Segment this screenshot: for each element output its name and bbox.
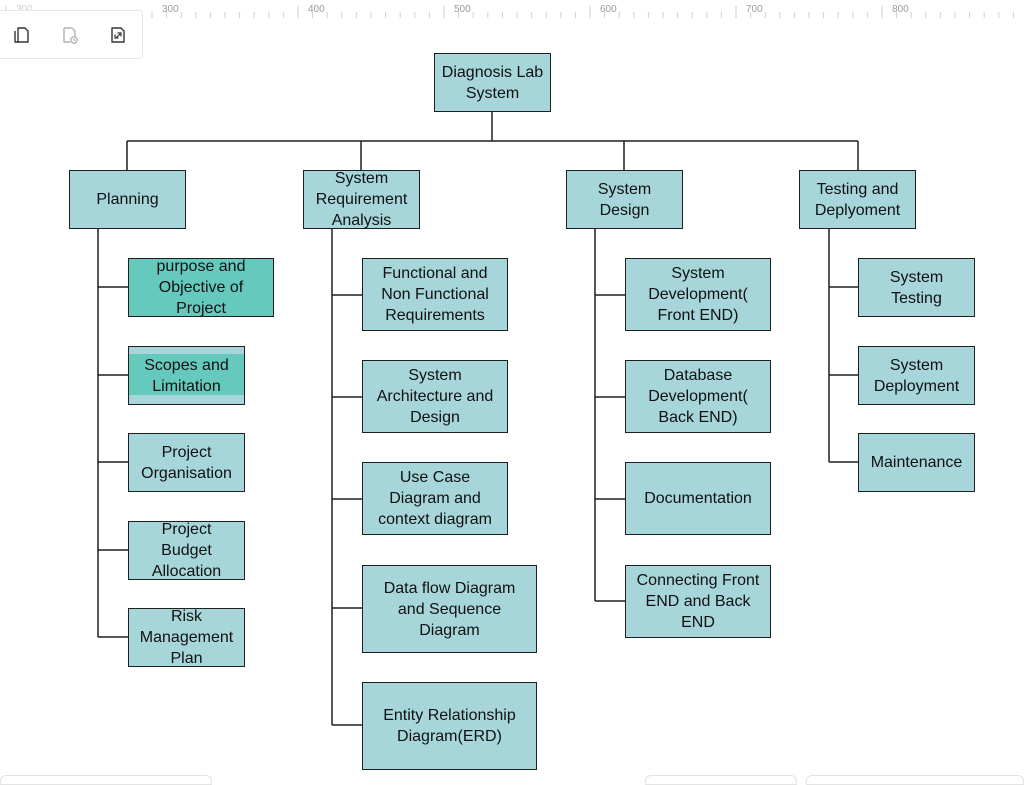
task-node-label: Scopes and Limitation [144, 356, 229, 395]
task-node[interactable]: System Testing [858, 258, 975, 317]
page-clock-icon [63, 27, 78, 44]
task-node[interactable]: Scopes and Limitation [128, 346, 245, 405]
task-node[interactable]: Project Organisation [128, 433, 245, 492]
task-node-label: System Architecture and Design [376, 367, 494, 426]
branch-node-label: Testing and Deplyoment [814, 180, 901, 219]
root-node[interactable]: Diagnosis Lab System [434, 53, 551, 112]
ruler-label: 700 [746, 4, 763, 15]
task-node-label: Entity Relationship Diagram(ERD) [383, 707, 516, 745]
page-expand-icon [111, 27, 125, 43]
task-node[interactable]: purpose and Objective of Project [128, 258, 274, 317]
root-node-label: Diagnosis Lab System [441, 63, 544, 102]
task-node[interactable]: Maintenance [858, 433, 975, 492]
task-node[interactable]: Project Budget Allocation [128, 521, 245, 580]
top-ruler: 300 300 400 500 600 700 800 [0, 0, 1024, 20]
task-node[interactable]: Documentation [625, 462, 771, 535]
ruler-label: 300 [162, 4, 179, 15]
branch-node-testing-and-deployment[interactable]: Testing and Deplyoment [799, 170, 916, 229]
task-node-label: Use Case Diagram and context diagram [378, 469, 492, 528]
page-toolbar [0, 10, 143, 59]
page-copy-button[interactable] [9, 23, 33, 47]
task-node-label: System Development( Front END) [648, 265, 748, 324]
task-node-label: Documentation [644, 490, 752, 507]
task-node[interactable]: Use Case Diagram and context diagram [362, 462, 508, 535]
ruler-label: 300 [16, 4, 33, 15]
task-node[interactable]: System Development( Front END) [625, 258, 771, 331]
task-node-label: Project Budget Allocation [151, 521, 222, 580]
branch-node-planning[interactable]: Planning [69, 170, 186, 229]
ruler-label: 600 [600, 4, 617, 15]
ruler-label: 500 [454, 4, 471, 15]
bottom-panel-right [806, 775, 1024, 785]
bottom-panel-middle [645, 775, 797, 785]
task-node[interactable]: Connecting Front END and Back END [625, 565, 771, 638]
branch-node-label: System Design [597, 180, 652, 219]
task-node-label: Functional and Non Functional Requiremen… [381, 265, 489, 324]
ruler-label: 800 [892, 4, 909, 15]
task-node-label: Project Organisation [141, 443, 232, 482]
page-history-button[interactable] [58, 23, 82, 47]
page-copy-icon [14, 27, 29, 43]
bottom-panel-left [0, 775, 212, 785]
task-node-label: System Testing [889, 268, 944, 307]
task-node[interactable]: Functional and Non Functional Requiremen… [362, 258, 508, 331]
task-node[interactable]: System Deployment [858, 346, 975, 405]
task-node-label: Data flow Diagram and Sequence Diagram [383, 579, 516, 639]
page-expand-button[interactable] [106, 23, 130, 47]
branch-node-label: Planning [96, 191, 159, 208]
task-node-label: purpose and Objective of Project [156, 258, 246, 317]
task-node-label: Maintenance [870, 454, 963, 471]
task-node[interactable]: Risk Management Plan [128, 608, 245, 667]
branch-node-label: System Requirement Analysis [315, 170, 408, 229]
ruler-label: 400 [308, 4, 325, 15]
task-node[interactable]: Entity Relationship Diagram(ERD) [362, 682, 537, 770]
task-node[interactable]: Database Development( Back END) [625, 360, 771, 433]
selection-band [129, 354, 244, 395]
task-node-label: System Deployment [873, 356, 960, 395]
task-node[interactable]: System Architecture and Design [362, 360, 508, 433]
task-node-label: Database Development( Back END) [648, 367, 748, 426]
task-node-label: Connecting Front END and Back END [636, 572, 760, 631]
task-node-label: Risk Management Plan [139, 608, 234, 667]
branch-node-system-design[interactable]: System Design [566, 170, 683, 229]
task-node[interactable]: Data flow Diagram and Sequence Diagram [362, 565, 537, 653]
branch-node-system-requirement-analysis[interactable]: System Requirement Analysis [303, 170, 420, 229]
